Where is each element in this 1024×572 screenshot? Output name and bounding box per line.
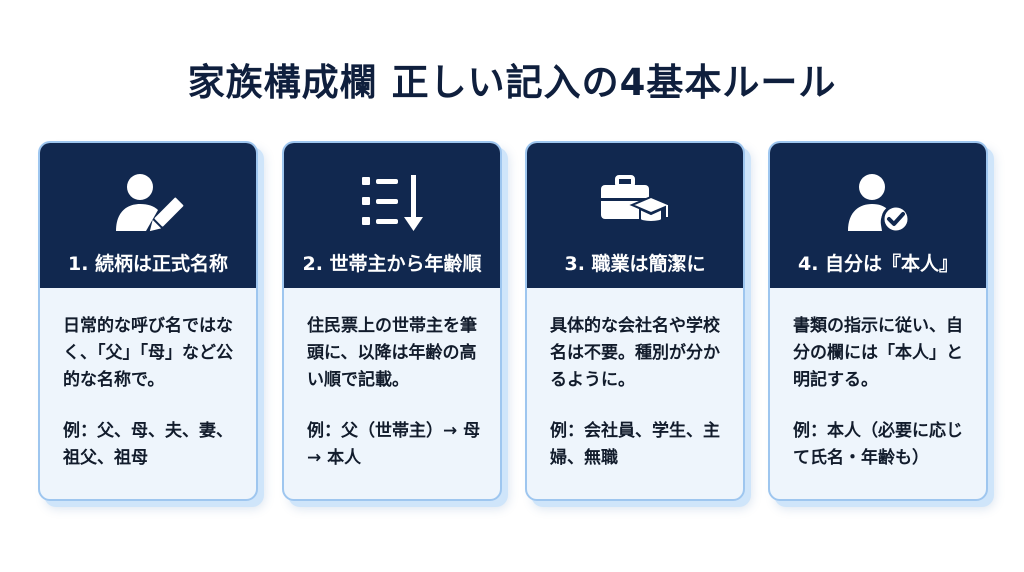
- rule-card-2: 2. 世帯主から年齢順 住民票上の世帯主を筆頭に、以降は年齢の高い順で記載。 例…: [282, 141, 502, 501]
- page-title: 家族構成欄 正しい記入の4基本ルール: [187, 61, 837, 104]
- card-header: 2. 世帯主から年齢順: [284, 143, 500, 288]
- card-description: 具体的な会社名や学校名は不要。種別が分かるように。: [550, 316, 720, 390]
- card-header: 1. 続柄は正式名称: [40, 143, 256, 288]
- person-pencil-icon: [116, 174, 184, 232]
- card-example: 例：父（世帯主）→ 母 → 本人: [307, 421, 481, 468]
- card-heading: 4. 自分は『本人』: [797, 253, 959, 275]
- briefcase-graduation-cap-icon: [601, 175, 671, 223]
- card-header: 4. 自分は『本人』: [770, 143, 986, 288]
- card-description: 書類の指示に従い、自分の欄には「本人」と明記する。: [793, 316, 963, 390]
- rule-card-4: 4. 自分は『本人』 書類の指示に従い、自分の欄には「本人」と明記する。 例：本…: [768, 141, 988, 501]
- card-heading: 1. 続柄は正式名称: [67, 253, 229, 275]
- rule-card-1: 1. 続柄は正式名称 日常的な呼び名ではなく、「父」「母」など公的な名称で。 例…: [38, 141, 258, 501]
- card-heading: 2. 世帯主から年齢順: [302, 253, 482, 275]
- ordered-list-arrow-icon: [362, 175, 423, 231]
- card-description: 日常的な呼び名ではなく、「父」「母」など公的な名称で。: [63, 316, 233, 390]
- card-description: 住民票上の世帯主を筆頭に、以降は年齢の高い順で記載。: [307, 316, 477, 390]
- card-example: 例：父、母、夫、妻、祖父、祖母: [63, 421, 233, 468]
- rule-card-3: 3. 職業は簡潔に 具体的な会社名や学校名は不要。種別が分かるように。 例：会社…: [525, 141, 745, 501]
- person-check-icon: [848, 174, 911, 234]
- card-example: 例：本人（必要に応じて氏名・年齢も）: [793, 421, 963, 468]
- card-heading: 3. 職業は簡潔に: [564, 253, 706, 275]
- card-header: 3. 職業は簡潔に: [527, 143, 743, 288]
- card-example: 例：会社員、学生、主婦、無職: [550, 421, 720, 468]
